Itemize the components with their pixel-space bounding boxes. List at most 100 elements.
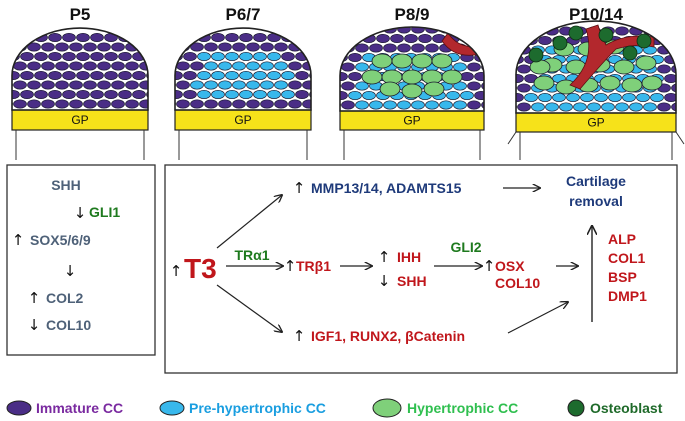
- cell: [340, 71, 348, 82]
- cell: [657, 26, 671, 36]
- cell: [390, 33, 404, 44]
- stage-title-p5: P5: [70, 5, 91, 24]
- cell: [34, 70, 48, 81]
- cell: [218, 80, 232, 90]
- cell: [139, 99, 148, 109]
- tra1-label: TRα1: [234, 247, 269, 263]
- dome-1: GP: [174, 27, 312, 160]
- cell: [362, 90, 376, 101]
- cell: [76, 70, 90, 81]
- cell: [615, 26, 629, 36]
- cell: [218, 42, 232, 52]
- cell: [288, 99, 302, 109]
- cell: [516, 92, 524, 103]
- t3-up-arrow-icon: ↑: [170, 262, 183, 280]
- cell: [260, 80, 274, 90]
- cell: [340, 27, 341, 34]
- leg-flare-left: [507, 131, 517, 145]
- cell: [83, 42, 97, 52]
- gp-label-1: GP: [234, 113, 251, 127]
- legend-immature-swatch: [6, 400, 32, 416]
- cartilage-removal-line2: removal: [569, 193, 623, 209]
- osteoblast-cell: [598, 27, 614, 43]
- cell: [76, 89, 90, 100]
- stage-title-p10-14: P10/14: [569, 5, 623, 24]
- cell: [27, 80, 41, 90]
- cell: [211, 32, 225, 43]
- dome-outline-1: [174, 27, 312, 111]
- left-col10-down-arrow-icon: ↓: [28, 316, 41, 334]
- cell: [12, 80, 13, 90]
- cell: [253, 51, 267, 62]
- cell: [439, 100, 453, 110]
- cell: [48, 89, 62, 100]
- cell: [467, 62, 481, 72]
- cell: [175, 42, 176, 52]
- cell: [516, 54, 524, 65]
- cell: [260, 99, 274, 109]
- cell: [225, 51, 239, 62]
- cell: [288, 61, 302, 71]
- cell: [218, 61, 232, 71]
- cell: [232, 99, 246, 109]
- cell: [355, 27, 369, 34]
- right-pathway-content: ↑ T3 TRα1 ↑ TRβ1 ↑ IHH ↓ SHH GLI2 ↑ OSX …: [170, 173, 647, 345]
- hyper-cell: [599, 75, 621, 91]
- cell: [232, 42, 246, 52]
- cell: [183, 32, 197, 43]
- cell: [516, 26, 517, 36]
- cell: [190, 80, 204, 90]
- hyper-cell: [391, 53, 413, 69]
- cell: [190, 99, 204, 109]
- cell: [183, 70, 197, 81]
- cell: [125, 99, 139, 109]
- dome-3: GP: [507, 20, 685, 160]
- hyper-cell: [441, 69, 463, 85]
- cell: [260, 61, 274, 71]
- mmp-up-arrow-icon: ↑: [293, 179, 306, 197]
- cell: [516, 102, 517, 112]
- cell: [281, 89, 295, 100]
- cell: [111, 80, 125, 90]
- cell: [629, 102, 643, 112]
- cell: [341, 100, 355, 110]
- cell: [481, 100, 484, 110]
- cell: [643, 102, 657, 112]
- cell: [295, 32, 309, 43]
- cell: [90, 89, 104, 100]
- cell: [664, 73, 676, 84]
- cell: [474, 90, 484, 101]
- cell: [62, 70, 76, 81]
- cell: [76, 32, 90, 43]
- cell: [41, 61, 55, 71]
- dome-outline-3: [515, 20, 677, 114]
- stage-title-p6-7: P6/7: [226, 5, 261, 24]
- hyper-cell: [411, 53, 433, 69]
- cell: [246, 61, 260, 71]
- cell: [111, 61, 125, 71]
- cell: [274, 99, 288, 109]
- cell: [340, 62, 341, 72]
- cell: [253, 32, 267, 43]
- osteoblast-cell: [622, 45, 638, 61]
- cell: [34, 89, 48, 100]
- cell: [132, 89, 146, 100]
- dome-0: GP: [11, 27, 149, 160]
- cell: [397, 100, 411, 110]
- shh-down-arrow-icon: ↓: [378, 272, 391, 290]
- cell: [608, 92, 622, 103]
- cell: [517, 102, 531, 112]
- cell: [27, 99, 41, 109]
- cell: [274, 61, 288, 71]
- dmp1-label: DMP1: [608, 288, 647, 304]
- cell: [125, 80, 139, 90]
- cell: [467, 81, 481, 91]
- left-sox-up-arrow-icon: ↑: [12, 231, 25, 249]
- cell: [340, 90, 348, 101]
- cell: [183, 89, 197, 100]
- dome-outline-0: [11, 27, 149, 111]
- cell: [190, 42, 204, 52]
- hyper-cell: [613, 59, 635, 75]
- igf-label: IGF1, RUNX2, βCatenin: [311, 328, 465, 344]
